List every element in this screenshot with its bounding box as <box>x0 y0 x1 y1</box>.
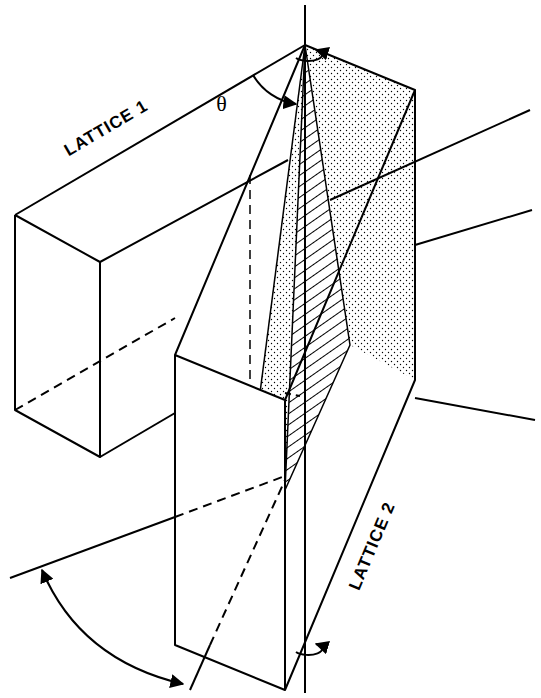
lattice-edge <box>15 215 100 457</box>
normal-line <box>210 480 285 645</box>
lattice-label: LATTICE 1 <box>61 97 150 159</box>
angle-label: θ <box>216 93 228 115</box>
lattice-label: LATTICE 2 <box>346 500 398 593</box>
normal-line <box>10 517 175 578</box>
lattice-edge <box>15 45 305 215</box>
normal-line <box>190 645 210 690</box>
lattice-edge <box>285 90 415 690</box>
normal-line <box>175 476 285 517</box>
normal-line <box>285 393 300 396</box>
hidden-edge <box>15 318 175 410</box>
lattice-edge <box>175 45 415 400</box>
hidden-edge <box>174 600 176 645</box>
lattice-face <box>175 355 285 690</box>
normal-line <box>330 110 530 200</box>
angle-arc <box>253 75 296 104</box>
angle-arrow <box>42 570 183 684</box>
normal-line <box>415 398 535 420</box>
lattice-edge <box>15 160 288 262</box>
lattice-edge <box>100 413 175 457</box>
normal-line <box>415 210 532 245</box>
